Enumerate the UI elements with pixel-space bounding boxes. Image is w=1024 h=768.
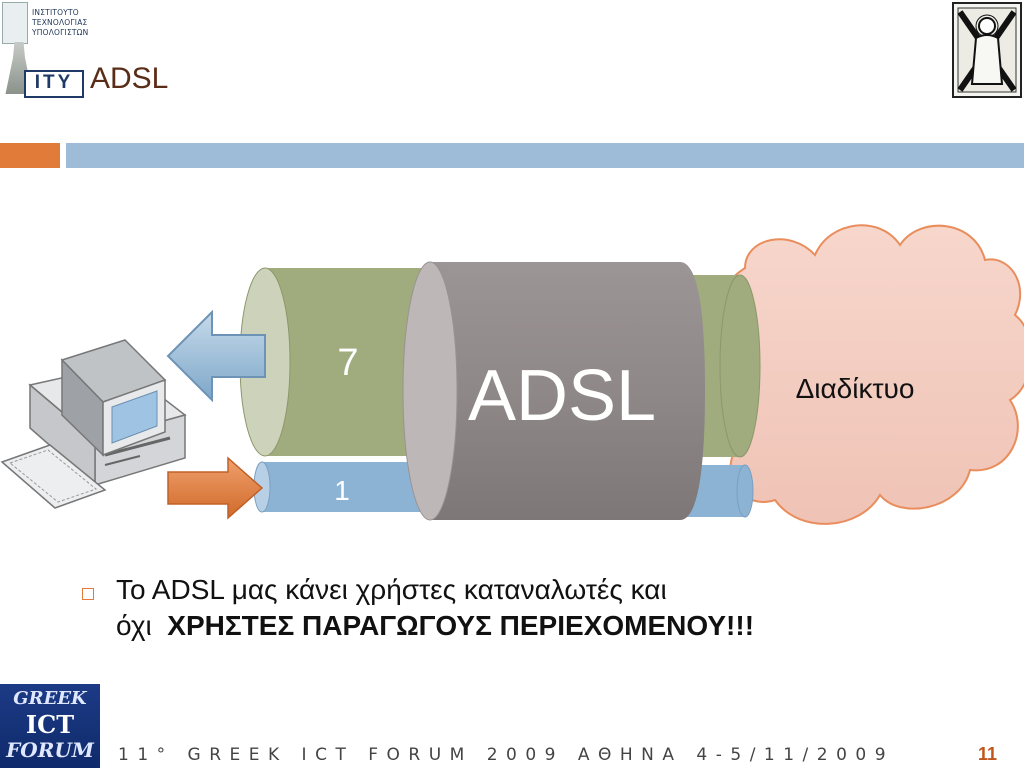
- forum-logo-line: FORUM: [6, 738, 94, 762]
- forum-logo-line: ICT: [25, 710, 75, 739]
- bullet-line-1: To ADSL μας κάνει χρήστες καταναλωτές κα…: [116, 574, 667, 605]
- download-arrow-icon: [166, 309, 266, 403]
- adsl-label: ADSL: [468, 356, 656, 436]
- adsl-diagram: 7 1 ADSL Διαδίκτυο: [0, 224, 1024, 525]
- upload-channel-cable: [253, 461, 437, 513]
- header-accent-orange-bar: [0, 143, 60, 168]
- greek-ict-forum-logo: GREEK ICT FORUM: [0, 684, 100, 768]
- institute-name-line: ΥΠΟΛΟΓΙΣΤΩΝ: [32, 28, 89, 37]
- computer-icon: [0, 339, 187, 509]
- seal-icon: [2, 2, 28, 44]
- cti-logo: ΙΝΣΤΙΤΟΥΤΟ ΤΕΧΝΟΛΟΓΙΑΣ ΥΠΟΛΟΓΙΣΤΩΝ ITY: [2, 2, 88, 98]
- slide-title: ADSL: [90, 62, 169, 95]
- bullet-line-2: όχι ΧΡΗΣΤΕΣ ΠΑΡΑΓΩΓΟΥΣ ΠΕΡΙΕΧΟΜΕΝΟΥ!!!: [116, 608, 976, 644]
- adsl-sheath: [402, 261, 705, 521]
- internet-label: Διαδίκτυο: [796, 373, 915, 404]
- header-accent-blue-bar: [66, 143, 1024, 168]
- institute-name-line: ΤΕΧΝΟΛΟΓΙΑΣ: [32, 18, 88, 27]
- bullet-line-2-prefix: όχι: [116, 610, 168, 641]
- institute-name-line: ΙΝΣΤΙΤΟΥΤΟ: [32, 8, 79, 17]
- upload-ratio-label: 1: [334, 475, 350, 506]
- upload-arrow-icon: [167, 456, 264, 520]
- ity-logo-text: ITY: [24, 70, 84, 98]
- page-number: 11: [978, 744, 998, 764]
- download-ratio-label: 7: [337, 342, 358, 384]
- footer-event-text: 11° GREEK ICT FORUM 2009 ΑΘΗΝΑ 4-5/11/20…: [118, 745, 895, 765]
- bullet-square-icon: [82, 588, 94, 600]
- saint-emblem-logo: [952, 2, 1022, 98]
- bullet-emphasis: ΧΡΗΣΤΕΣ ΠΑΡΑΓΩΓΟΥΣ ΠΕΡΙΕΧΟΜΕΝΟΥ!!!: [167, 610, 755, 641]
- forum-logo-line: GREEK: [13, 688, 87, 709]
